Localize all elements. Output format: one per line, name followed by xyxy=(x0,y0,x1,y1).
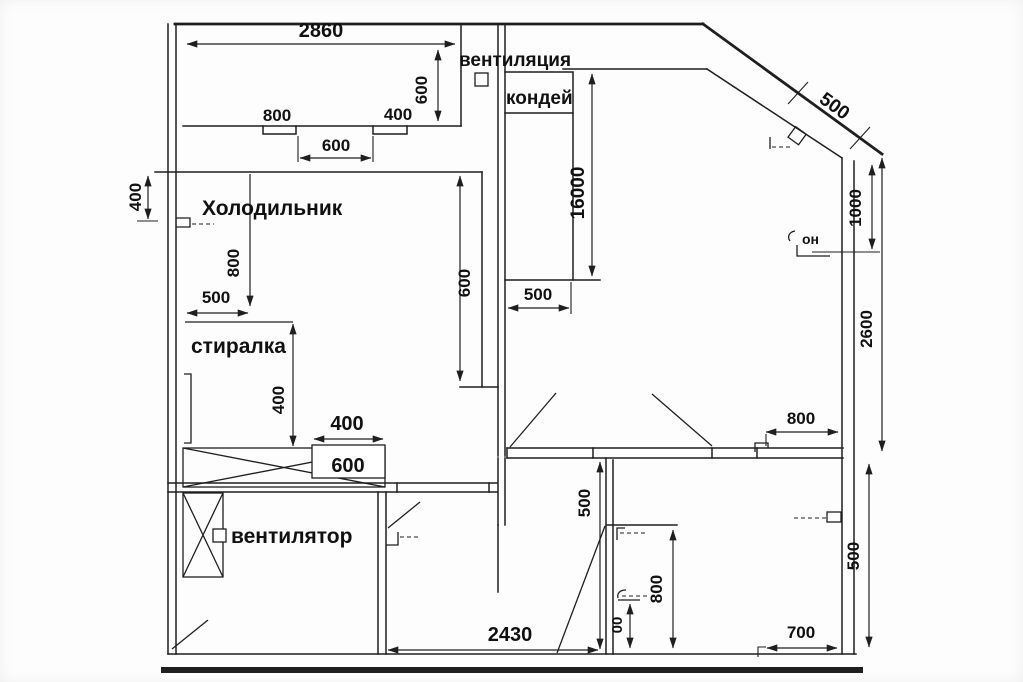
label-fan: вентилятор xyxy=(231,525,352,548)
dim-duct-width: 500 xyxy=(524,285,552,304)
fan-outlet-square xyxy=(212,528,227,543)
ventilation-square xyxy=(474,72,489,87)
dim-corner-right-width: 700 xyxy=(787,623,815,642)
dim-washer-depth: 400 xyxy=(269,386,288,414)
dim-tab-gap: 600 xyxy=(322,136,350,155)
base-cabinet-box xyxy=(311,444,386,479)
label-air-conditioner: кондей xyxy=(506,88,573,109)
dim-room-depth: 500 xyxy=(575,489,594,517)
dim-door-offset: 800 xyxy=(787,409,815,428)
dim-counter-width: 2860 xyxy=(299,20,344,42)
dim-duct-height: 16000 xyxy=(568,167,589,220)
dim-washer-offset: 500 xyxy=(202,288,230,307)
door-swings xyxy=(171,392,713,654)
door-jamb-step xyxy=(754,442,769,452)
dim-base-width: 400 xyxy=(330,413,363,435)
dim-right-height: 2600 xyxy=(857,310,876,348)
annotations: 2860 600 800 400 600 вентиляция кондей Х… xyxy=(126,20,876,646)
inner-walls xyxy=(154,23,844,655)
dim-fridge-depth: 800 xyxy=(224,249,243,277)
dim-wall-offset: 400 xyxy=(126,183,145,211)
label-ventilation: вентиляция xyxy=(459,50,571,71)
label-hookup: он xyxy=(802,231,819,247)
label-washer: стиралка xyxy=(191,335,286,358)
dim-tab-left: 800 xyxy=(263,106,291,125)
right-wall-box xyxy=(826,511,842,523)
dimension-lines xyxy=(137,40,886,657)
ac-duct-column xyxy=(504,71,601,281)
washer-notch xyxy=(184,373,192,444)
fixtures xyxy=(176,72,842,601)
dim-corner-right-height: 500 xyxy=(844,542,863,570)
corner-vent-square xyxy=(787,125,808,146)
niche-hook-upper xyxy=(616,527,625,540)
dim-right-top: 1000 xyxy=(846,189,865,227)
dim-room-width: 2430 xyxy=(488,624,533,646)
outer-walls xyxy=(161,22,884,673)
dim-niche-height: 800 xyxy=(647,575,666,603)
dim-tab-right: 400 xyxy=(384,105,412,124)
niche-hook-lower xyxy=(617,589,640,601)
hookup-symbol xyxy=(788,230,830,257)
label-refrigerator: Холодильник xyxy=(202,197,343,220)
dim-counter-depth: 600 xyxy=(412,76,431,104)
bl-door-jamb xyxy=(386,532,399,546)
dim-corner-width: 500 xyxy=(815,89,853,125)
dim-niche-small: 00 xyxy=(609,617,626,634)
left-wall-step xyxy=(176,217,191,228)
dim-base-depth: 600 xyxy=(331,455,364,477)
dim-kitchen-clear: 600 xyxy=(455,269,474,297)
